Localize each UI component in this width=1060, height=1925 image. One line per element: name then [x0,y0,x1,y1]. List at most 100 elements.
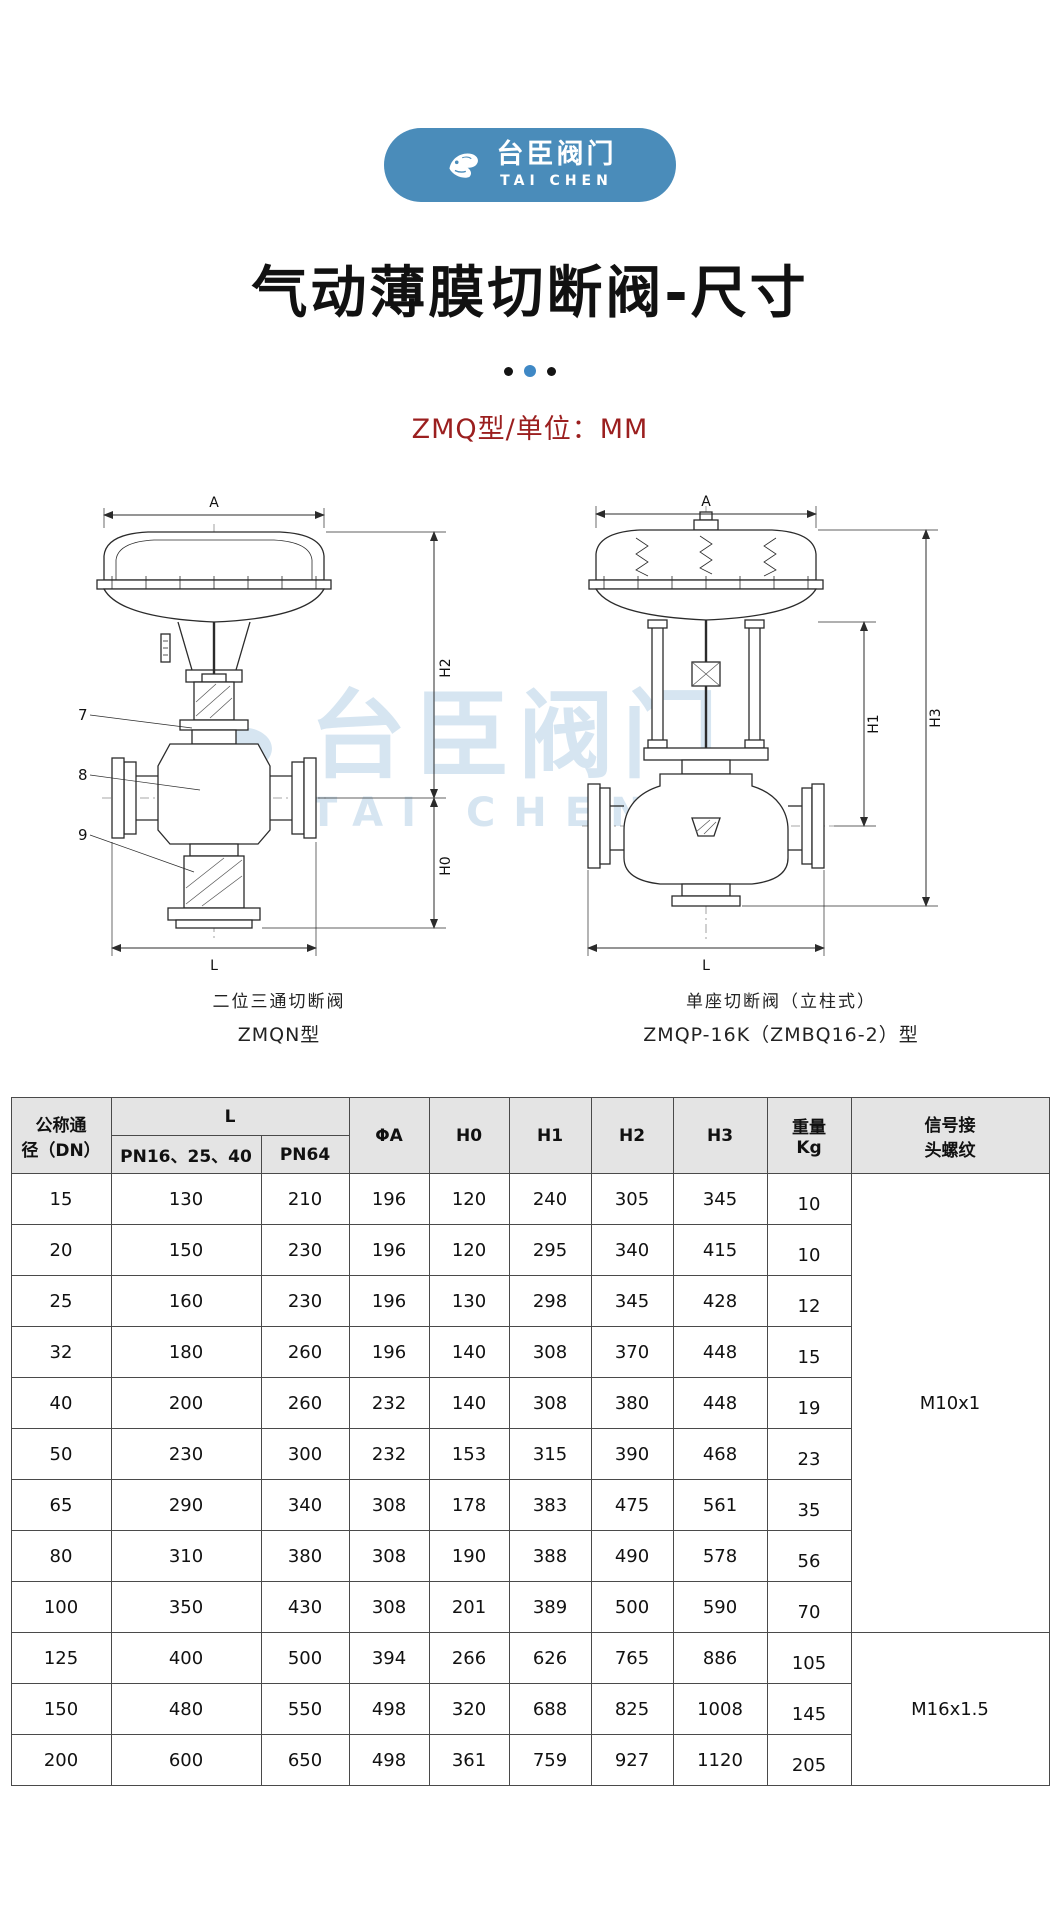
cell-h3: 1008 [672,1683,768,1735]
cell-h1: 389 [508,1581,592,1633]
header-phi-a: ΦA [348,1097,430,1174]
cell-h2: 825 [590,1683,674,1735]
table-row-dn40: 40 200 260 232 140 308 380 448 19 [10,1377,1049,1429]
dimension-l-left: L [111,842,317,974]
cell-h1: 688 [508,1683,592,1735]
figure-left-model: ZMQN型 [237,1024,321,1046]
cell-phi-a: 196 [348,1224,430,1276]
dim-label-l: L [210,958,218,974]
header-dn-line2: 径（DN） [21,1140,101,1161]
valve-body-globe [587,773,825,907]
dim-label-h1: H1 [866,714,882,733]
cell-h1: 240 [508,1173,592,1225]
cell-h0: 120 [428,1173,510,1225]
brand-text: 台臣阀门 TAI CHEN [496,139,617,188]
page-title: 气动薄膜切断阀-尺寸 [251,261,809,326]
dim-label-h3: H3 [928,708,944,727]
cell-l-pn16: 290 [110,1479,262,1531]
cell-weight: 205 [766,1734,852,1786]
cell-h2: 490 [590,1530,674,1582]
brand-logo-pill: 台臣阀门 TAI CHEN [384,128,676,202]
figure-single-seat-valve: A H1 H3 L 单座切 [542,488,1020,1047]
part-callouts: 7 8 9 [78,706,201,873]
header-signal-thread: 信号接 头螺纹 [850,1097,1050,1174]
cell-h2: 927 [590,1734,674,1786]
cell-h1: 295 [508,1224,592,1276]
cell-h2: 475 [590,1479,674,1531]
table-row-dn100: 100 350 430 308 201 389 500 590 70 [10,1581,1049,1633]
cell-dn: 65 [10,1479,112,1531]
cell-dn: 50 [10,1428,112,1480]
cell-weight: 15 [766,1326,852,1378]
cell-l-pn64: 260 [260,1326,350,1378]
table-header-row-1: 公称通 径（DN） L ΦA H0 H1 H2 H3 重量 Kg 信号接 头螺纹 [10,1097,1050,1174]
cell-h2: 305 [590,1173,674,1225]
figure-right-caption: 单座切断阀（立柱式） [686,992,876,1012]
table-row-dn20: 20 150 230 196 120 295 340 415 10 [10,1224,1049,1276]
cell-weight: 56 [766,1530,852,1582]
table-row-dn32: 32 180 260 196 140 308 370 448 15 [10,1326,1049,1378]
cell-l-pn64: 300 [260,1428,350,1480]
dimension-h3: H3 [742,529,944,907]
cell-phi-a: 498 [348,1683,430,1735]
cell-weight: 10 [766,1224,852,1276]
cell-h0: 201 [428,1581,510,1633]
cell-weight: 105 [766,1632,852,1684]
bonnet [643,747,769,775]
dimension-h0: H0 [262,797,454,929]
cell-l-pn16: 480 [110,1683,262,1735]
cell-l-pn64: 230 [260,1224,350,1276]
brand-fish-icon [448,153,478,178]
cell-l-pn64: 210 [260,1173,350,1225]
cell-l-pn16: 130 [110,1173,262,1225]
cell-signal-thread-m16: M16x1.5 [850,1632,1050,1786]
brand-name: 台臣阀门 [496,139,617,171]
header-l-pn64: PN64 [260,1135,350,1174]
cell-phi-a: 308 [348,1581,430,1633]
cell-l-pn64: 340 [260,1479,350,1531]
cell-h1: 626 [508,1632,592,1684]
cell-h3: 415 [672,1224,768,1276]
cell-weight: 10 [766,1173,852,1225]
cell-phi-a: 232 [348,1377,430,1429]
cell-l-pn64: 500 [260,1632,350,1684]
dimension-a: A [103,495,325,528]
cell-weight: 19 [766,1377,852,1429]
cell-weight: 35 [766,1479,852,1531]
cell-h1: 315 [508,1428,592,1480]
cell-h1: 308 [508,1377,592,1429]
figures-section: 台臣阀门 TAI CHEN [0,488,1060,1047]
cell-weight: 12 [766,1275,852,1327]
cell-h3: 590 [672,1581,768,1633]
figure-three-way-valve: A H2 H0 L [40,488,518,1047]
cell-h3: 428 [672,1275,768,1327]
cell-l-pn64: 430 [260,1581,350,1633]
dim-label-a: A [209,495,219,511]
cell-phi-a: 196 [348,1173,430,1225]
cell-h3: 561 [672,1479,768,1531]
actuator-diaphragm [96,531,332,623]
cell-phi-a: 232 [348,1428,430,1480]
bonnet-packing [179,673,249,731]
cell-phi-a: 498 [348,1734,430,1786]
cell-l-pn64: 650 [260,1734,350,1786]
cell-h2: 370 [590,1326,674,1378]
cell-dn: 40 [10,1377,112,1429]
cell-h3: 448 [672,1377,768,1429]
header-dn: 公称通 径（DN） [10,1097,112,1174]
cell-h0: 320 [428,1683,510,1735]
cell-h3: 578 [672,1530,768,1582]
cell-phi-a: 308 [348,1479,430,1531]
cell-h1: 308 [508,1326,592,1378]
title-divider-dots [0,365,1060,377]
cell-phi-a: 308 [348,1530,430,1582]
cell-l-pn64: 550 [260,1683,350,1735]
cell-dn: 25 [10,1275,112,1327]
cell-h3: 1120 [672,1734,768,1786]
cell-l-pn16: 180 [110,1326,262,1378]
dimension-h1: H1 [818,621,882,827]
table-row-dn15: 15 130 210 196 120 240 305 345 10 M10x1 [10,1173,1050,1633]
cell-h0: 190 [428,1530,510,1582]
cell-h0: 266 [428,1632,510,1684]
table-header-row-2: PN16、25、40 PN64 [11,1135,1049,1174]
